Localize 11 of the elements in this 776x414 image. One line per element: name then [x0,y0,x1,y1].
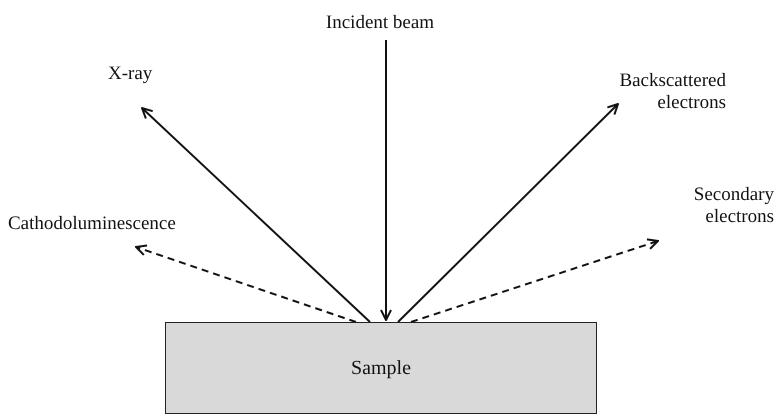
arrow [410,238,659,323]
emission-label: Secondary electrons [640,184,774,232]
emission-label: Backscattered electrons [566,70,726,118]
emission-label: X-ray [108,63,174,89]
arrow [135,244,356,323]
emission-label: Cathodoluminescence [8,213,248,239]
arrow [397,103,619,323]
arrow [380,40,392,321]
arrow [141,107,371,323]
sample-block: Sample [165,322,597,414]
beam-label: Incident beam [300,12,460,38]
